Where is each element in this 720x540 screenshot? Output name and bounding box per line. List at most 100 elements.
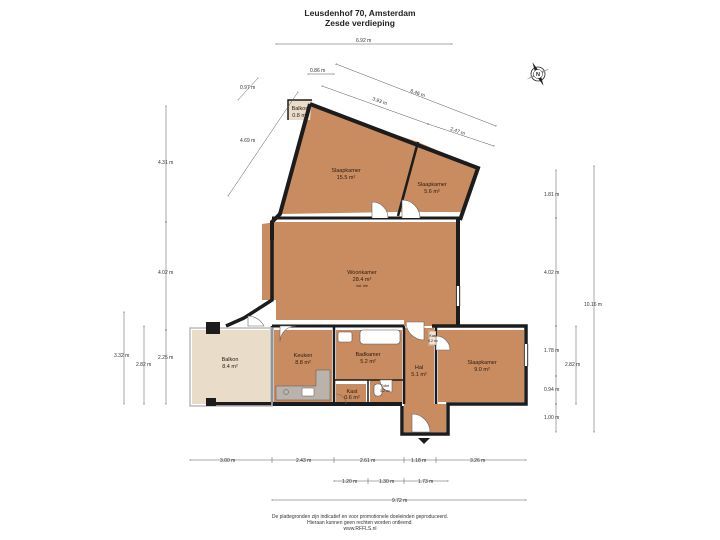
compass-label: N (536, 72, 540, 78)
doors (247, 199, 451, 433)
balcony-large-rail (189, 327, 273, 407)
label-slaapkamer-3: Slaapkamer (467, 360, 497, 366)
area-badkamer: 5.2 m² (360, 359, 376, 365)
label-woonkamer: Woonkamer (347, 270, 377, 276)
dim-bottom-120: 1.20 m (342, 479, 357, 485)
dim-right-178: 1.78 m (544, 348, 559, 354)
pillar-balcony (206, 322, 220, 334)
bathtub (359, 329, 401, 345)
disclaimer-line-1: De plattegronden zijn indicatief en voor… (271, 514, 449, 520)
door-balcony (247, 315, 265, 327)
dim-right-282: 2.82 m (565, 362, 580, 368)
toilet-bowl (373, 383, 383, 397)
dim-bottom-173: 1.73 m (418, 479, 433, 485)
label-toilet: Toilet (381, 384, 389, 388)
area-slaapkamer-3: 9.0 m² (474, 367, 490, 373)
area-toilet: 1.2 m² (380, 389, 391, 393)
area-balkon-small: 0.8 m² (292, 113, 308, 119)
address-title: Leusdenhof 70, Amsterdam (304, 8, 416, 18)
dim-left-469: 4.69 m (240, 138, 255, 144)
balkon-large-fill (192, 330, 270, 404)
door-bath (405, 321, 425, 341)
compass: N (526, 62, 550, 86)
label-keuken: Keuken (294, 353, 313, 359)
slaapkamer-3-fill (438, 330, 524, 402)
entrance-arrow (418, 438, 430, 444)
dim-right-094: 0.94 m (544, 387, 559, 393)
door-kast (335, 393, 347, 405)
bedroom-divider (396, 141, 420, 217)
plan-title: Leusdenhof 70, Amsterdam Zesde verdiepin… (0, 8, 720, 28)
dim-left-431: 4.31 m (158, 160, 173, 166)
area-woonkamer: 28.4 m² (353, 277, 372, 283)
dim-left-282: 2.82 m (136, 362, 151, 368)
area-kast-small: 0.2 m² (428, 339, 439, 343)
sink-bath (337, 331, 353, 343)
area-slaapkamer-1: 15.5 m² (337, 175, 356, 181)
windows (457, 286, 527, 366)
slaapkamer-1-fill (282, 106, 418, 214)
dim-bottom-118: 1.18 m (411, 458, 426, 464)
dim-top-692: 6.92 m (356, 38, 371, 44)
note-woonkamer: incl. ble (356, 284, 368, 288)
room-labels: Balkon 0.8 m² Slaapkamer 15.5 m² Slaapka… (222, 106, 497, 401)
dim-right-1016: 10.16 m (584, 302, 602, 308)
dim-bottom-130: 1.30 m (379, 479, 394, 485)
dimline-top-393 (321, 84, 429, 126)
kitchen-sink (301, 387, 315, 397)
stove-burner (283, 389, 289, 395)
door-bed2 (401, 199, 421, 219)
floor-subtitle: Zesde verdieping (325, 18, 395, 28)
label-balkon-large: Balkon (222, 357, 239, 363)
label-slaapkamer-1: Slaapkamer (331, 168, 361, 174)
pillar-south (206, 398, 216, 406)
dim-top-086: 0.86 m (310, 68, 325, 74)
dim-bottom-243: 2.43 m (296, 458, 311, 464)
area-kast: 0.6 m² (344, 395, 360, 401)
disclaimer: De plattegronden zijn indicatief en voor… (0, 514, 720, 532)
dim-bottom-300: 3.00 m (220, 458, 235, 464)
dim-right-181: 1.81 m (544, 192, 559, 198)
west-wall-living (225, 240, 274, 328)
shelf-hal (428, 330, 437, 346)
dimension-lines (123, 43, 595, 501)
dimline-left-469 (227, 91, 299, 197)
area-balkon-large: 8.4 m² (222, 364, 238, 370)
door-bed1 (371, 201, 389, 219)
door-toilet (379, 379, 393, 393)
dimline-top-247 (427, 122, 495, 148)
label-kast-small: Kast (429, 334, 436, 338)
east-block-outline (400, 324, 528, 436)
dim-top-393: 3.93 m (371, 96, 387, 107)
dim-bottom-972: 9.72 m (392, 498, 407, 504)
area-hal: 5.1 m² (411, 372, 427, 378)
dim-bottom-326: 3.26 m (470, 458, 485, 464)
door-entrance (411, 413, 431, 433)
label-balkon-small: Balkon (292, 106, 309, 112)
disclaimer-line-2: Hieraan kunnen geen rechten worden ontle… (307, 520, 413, 526)
label-slaapkamer-2: Slaapkamer (417, 182, 447, 188)
kitchen-counter (275, 369, 331, 401)
dimension-labels: 6.92 m 0.86 m 6.46 m 3.93 m 2.47 m 0.97 … (114, 38, 602, 504)
dim-left-225: 2.25 m (158, 355, 173, 361)
dim-bottom-261: 2.61 m (360, 458, 375, 464)
dim-right-402: 4.02 m (544, 270, 559, 276)
room-fills (192, 100, 524, 432)
door-kitchen (279, 325, 297, 343)
dim-top-646: 6.46 m (409, 88, 425, 99)
woonkamer-fill (262, 222, 456, 326)
area-slaapkamer-2: 5.6 m² (424, 189, 440, 195)
door-bed3 (435, 335, 451, 351)
label-badkamer: Badkamer (355, 352, 380, 358)
dim-left-332: 3.32 m (114, 353, 129, 359)
disclaimer-website: www.RFFLS.nl (343, 526, 377, 532)
dim-left-402: 4.02 m (158, 270, 173, 276)
dim-top-247: 2.47 m (449, 126, 465, 137)
label-kast: Kast (346, 389, 357, 395)
dim-right-100: 1.00 m (544, 415, 559, 421)
fixtures (275, 329, 437, 444)
label-hal: Hal (415, 365, 423, 371)
area-keuken: 8.8 m² (295, 360, 311, 366)
dim-left-097: 0.97 m (240, 85, 255, 91)
